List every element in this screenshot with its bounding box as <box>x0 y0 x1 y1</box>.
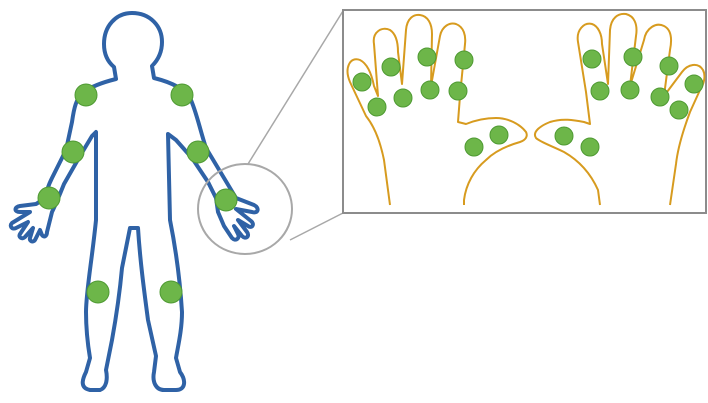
joint-dot-left-hand-mcp-2 <box>394 89 412 107</box>
joint-dot-left-shoulder <box>75 84 97 106</box>
joint-dot-right-hand-mcp-4 <box>670 101 688 119</box>
joint-dot-left-hand-pip-1 <box>353 73 371 91</box>
joint-dot-left-hand-thumb-ip <box>490 126 508 144</box>
joint-dot-left-hand-pip-2 <box>382 58 400 76</box>
joint-dot-right-hand-pip-4 <box>685 75 703 93</box>
joint-dot-left-hand-thumb-mcp <box>465 138 483 156</box>
joint-dot-right-hand-mcp-3 <box>651 88 669 106</box>
joint-dot-left-elbow <box>62 141 84 163</box>
joint-dot-right-hand-mcp-2 <box>621 81 639 99</box>
joint-dot-right-hand-pip-1 <box>583 50 601 68</box>
joint-dot-right-hand-pip-3 <box>660 57 678 75</box>
joint-dot-right-hand-thumb-ip <box>555 127 573 145</box>
joint-dot-right-wrist <box>215 189 237 211</box>
joint-dot-right-hand-mcp-1 <box>591 82 609 100</box>
joint-dot-left-hand-pip-4 <box>455 51 473 69</box>
joint-dot-right-hand-pip-2 <box>624 48 642 66</box>
joint-dot-left-hand-mcp-4 <box>449 82 467 100</box>
joint-dot-right-elbow <box>187 141 209 163</box>
joint-dot-left-wrist <box>38 187 60 209</box>
joint-dot-left-hand-pip-3 <box>418 48 436 66</box>
joint-dot-right-hand-thumb-mcp <box>581 138 599 156</box>
joint-dot-left-hand-mcp-3 <box>421 81 439 99</box>
zoom-line-top <box>248 11 343 164</box>
joint-dot-left-hand-mcp-1 <box>368 98 386 116</box>
zoom-line-bottom <box>290 213 343 240</box>
joint-dot-left-knee <box>87 281 109 303</box>
joint-dot-right-knee <box>160 281 182 303</box>
joint-dot-right-shoulder <box>171 84 193 106</box>
